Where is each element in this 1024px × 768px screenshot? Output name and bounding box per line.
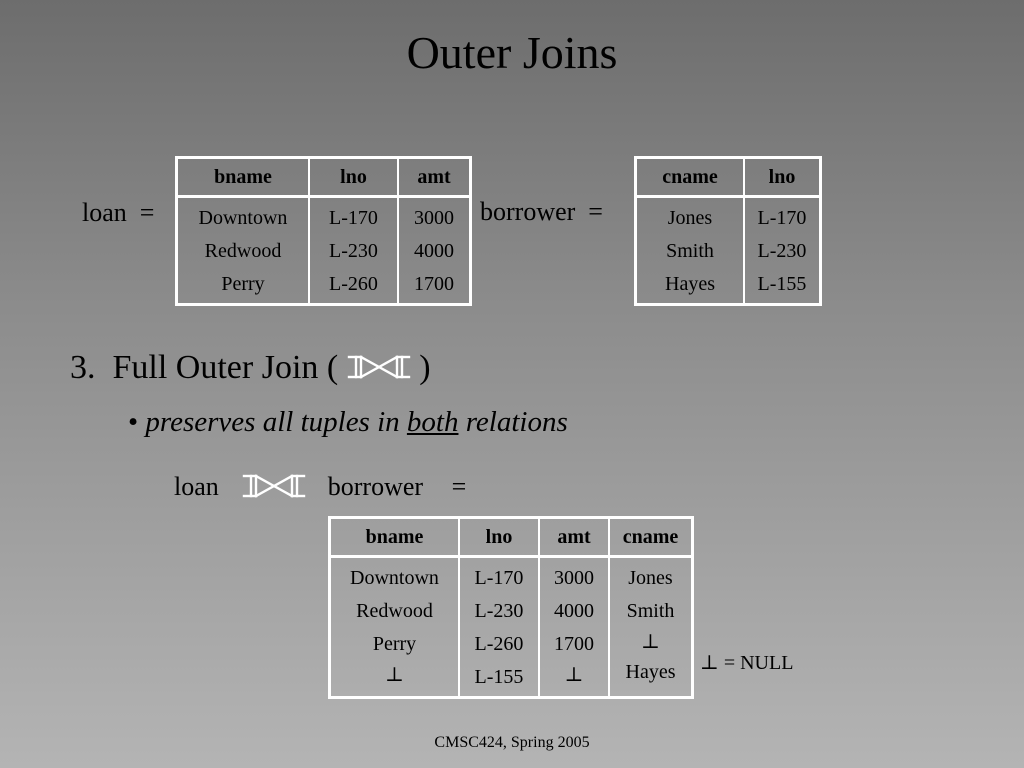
- column-header: lno: [743, 157, 821, 198]
- table-cell: Redwood: [204, 240, 282, 262]
- section-number: 3.: [70, 349, 96, 386]
- table-column-cell: Jones Smith ⊥ Hayes: [608, 556, 693, 698]
- table-cell: Hayes: [625, 661, 676, 683]
- full-outer-join-icon: [239, 473, 309, 506]
- bullet-text-end: relations: [465, 406, 568, 438]
- null-text: = NULL: [723, 652, 794, 674]
- full-outer-join-icon: [347, 350, 411, 390]
- table-cell: Downtown: [350, 567, 439, 589]
- table-cell: Perry: [221, 273, 265, 295]
- null-symbol: ⊥: [700, 652, 719, 674]
- column-header: lno: [308, 157, 398, 198]
- result-table: bname lno amt cname Downtown Redwood Per…: [328, 516, 694, 699]
- column-header: bname: [329, 517, 459, 558]
- column-header: lno: [458, 517, 539, 558]
- null-definition: ⊥ = NULL: [700, 651, 793, 675]
- bullet-point: • preserves all tuples in both relations: [128, 405, 568, 439]
- column-header: cname: [608, 517, 693, 558]
- loan-table: bname lno amt Downtown Redwood Perry L-1…: [175, 156, 472, 306]
- table-cell: 4000: [554, 600, 594, 622]
- table-cell: Downtown: [198, 207, 288, 229]
- table-cell: ⊥: [641, 631, 660, 653]
- section-text: Full Outer Join (: [112, 349, 339, 386]
- table-cell: ⊥: [564, 664, 584, 686]
- column-header: cname: [635, 157, 744, 198]
- table-cell: 4000: [414, 240, 454, 262]
- table-cell: ⊥: [385, 664, 404, 686]
- borrower-label: borrower =: [480, 197, 603, 226]
- loan-label: loan =: [82, 198, 155, 227]
- table-cell: Jones: [628, 567, 673, 589]
- table-column-cell: Jones Smith Hayes: [636, 197, 745, 305]
- table-cell: Jones: [667, 207, 713, 229]
- table-cell: L-230: [474, 600, 524, 622]
- table-cell: 3000: [554, 567, 594, 589]
- borrower-table: cname lno Jones Smith Hayes L-170 L-230 …: [634, 156, 822, 306]
- table-cell: L-170: [757, 207, 807, 229]
- expression-right: borrower: [327, 472, 424, 501]
- table-column-cell: Downtown Redwood Perry: [177, 197, 310, 305]
- table-cell: 3000: [414, 207, 454, 229]
- section-heading: 3. Full Outer Join ( ): [70, 348, 431, 390]
- table-cell: Hayes: [665, 273, 715, 295]
- table-column-cell: 3000 4000 1700 ⊥: [538, 556, 609, 698]
- table-column-cell: Downtown Redwood Perry ⊥: [330, 557, 460, 698]
- table-cell: Redwood: [356, 600, 433, 622]
- table-cell: L-170: [329, 207, 378, 229]
- table-cell: L-260: [329, 273, 378, 295]
- slide-title: Outer Joins: [406, 27, 618, 78]
- column-header: amt: [397, 157, 471, 198]
- section-text-end: ): [419, 349, 431, 386]
- table-cell: L-230: [329, 240, 378, 262]
- bullet-text: preserves all tuples in: [145, 406, 400, 438]
- table-cell: Smith: [626, 600, 675, 622]
- slide-footer: CMSC424, Spring 2005: [434, 734, 590, 751]
- expression-left: loan: [174, 472, 219, 501]
- table-cell: 1700: [414, 273, 454, 295]
- table-column-cell: L-170 L-230 L-260 L-155: [458, 556, 539, 698]
- table-cell: 1700: [554, 633, 594, 655]
- table-column-cell: 3000 4000 1700: [397, 196, 471, 305]
- table-cell: L-170: [474, 567, 524, 589]
- table-column-cell: L-170 L-230 L-260: [308, 196, 398, 305]
- bullet-dot: •: [128, 406, 139, 438]
- table-cell: L-155: [757, 273, 807, 295]
- table-cell: L-260: [474, 633, 524, 655]
- column-header: bname: [176, 157, 309, 198]
- column-header: amt: [538, 517, 609, 558]
- table-cell: L-230: [757, 240, 807, 262]
- table-cell: Smith: [666, 240, 714, 262]
- bullet-emphasis: both: [406, 406, 459, 438]
- expression-equals: =: [451, 472, 467, 501]
- table-cell: L-155: [474, 666, 524, 688]
- table-column-cell: L-170 L-230 L-155: [743, 196, 821, 305]
- join-expression: loan borrower =: [174, 472, 466, 506]
- table-cell: Perry: [372, 633, 417, 655]
